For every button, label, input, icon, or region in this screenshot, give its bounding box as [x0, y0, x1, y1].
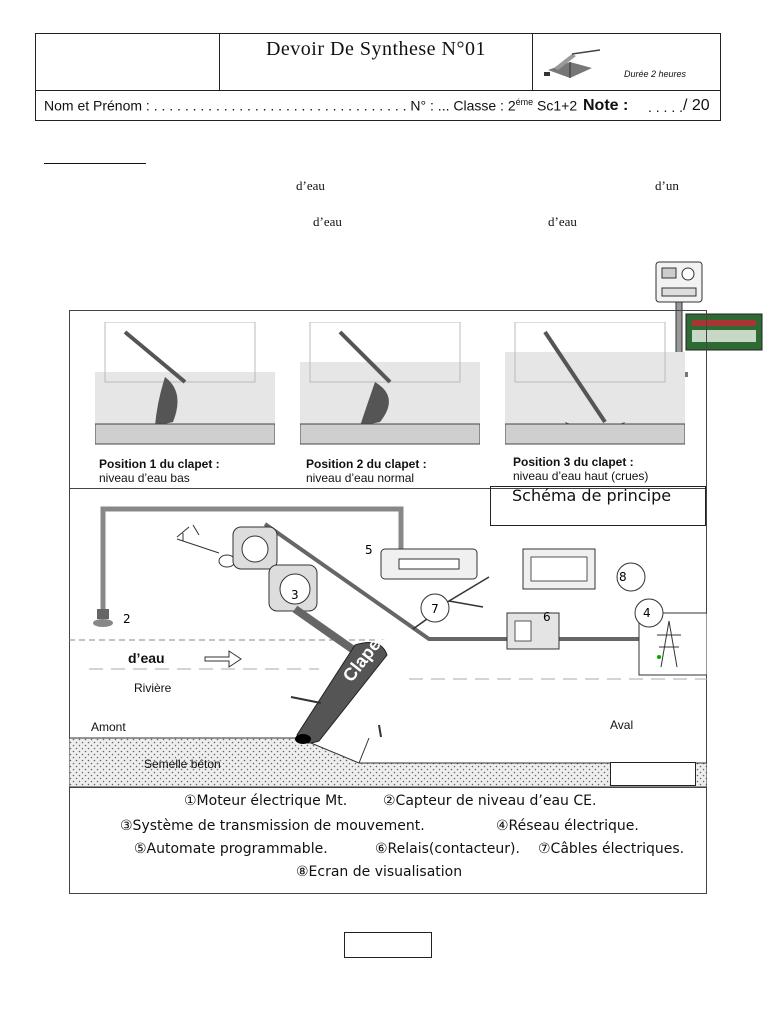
note-max: / 20: [683, 97, 710, 114]
intro-word-3: d’eau: [313, 214, 342, 229]
legend-item-8: ⑧Ecran de visualisation: [296, 864, 463, 880]
flap-position-1-illustration: [95, 322, 275, 445]
position-1-title: Position 1 du clapet :: [99, 457, 220, 471]
legend-item-2: ②Capteur de niveau d’eau CE.: [383, 793, 597, 809]
control-panel-device: [655, 261, 763, 377]
upstream-label: Amont: [91, 720, 126, 734]
flap-position-2-illustration: [300, 322, 480, 445]
legend-item-7: ⑦Câbles électriques.: [538, 841, 685, 857]
intro-word-2: d’un: [655, 178, 679, 193]
header-box: [35, 33, 721, 121]
intro-word-1: d’eau: [296, 178, 325, 193]
downstream-label: Aval: [610, 718, 634, 732]
sole-label: Semelle béton: [144, 757, 221, 771]
principle-schematic: Clapet 7 8 4 2 3 5 6: [69, 506, 707, 787]
legend-item-6: ⑥Relais(contacteur).: [375, 841, 520, 857]
legend-divider: [69, 787, 707, 788]
schema-label: Schéma de principe: [512, 486, 672, 505]
student-info-line: Nom et Prénom : . . . . . . . . . . . . …: [44, 97, 577, 114]
position-2-desc: niveau d’eau normal: [306, 471, 415, 485]
position-2-title: Position 2 du clapet :: [306, 457, 427, 471]
note-label: Note :: [583, 97, 629, 114]
document-title: Devoir De Synthese N°01: [265, 38, 486, 60]
number-2: 2: [123, 612, 131, 626]
position-2-caption: Position 2 du clapet : niveau d’eau norm…: [306, 457, 427, 485]
number-5: 5: [365, 543, 373, 557]
flap-position-3-illustration: [505, 322, 685, 445]
note-dots: . . . . .: [648, 99, 684, 115]
book-quill-icon: [544, 49, 601, 78]
number-7: 7: [431, 602, 439, 616]
legend-item-3: ③Système de transmission de mouvement.: [120, 818, 425, 834]
number-3: 3: [291, 588, 299, 602]
position-1-desc: niveau d’eau bas: [99, 471, 190, 485]
section-underline: [44, 163, 146, 164]
legend-item-4: ④Réseau électrique.: [496, 818, 639, 834]
number-4: 4: [643, 606, 651, 620]
legend-item-1: ①Moteur électrique Mt.: [184, 793, 348, 809]
intro-word-4: d’eau: [548, 214, 577, 229]
page-number-box: [344, 932, 432, 958]
answer-box: [610, 762, 696, 786]
exam-duration: Durée 2 heures: [624, 69, 687, 79]
number-8: 8: [619, 570, 627, 584]
class-suffix: Sc1+2: [533, 97, 578, 114]
schema-label-box: [490, 486, 706, 526]
panel-divider: [69, 488, 707, 489]
position-3-desc: niveau d’eau haut (crues): [513, 469, 649, 483]
figure-frame: [69, 310, 707, 894]
legend-item-5: ⑤Automate programmable.: [134, 841, 328, 857]
header-title-cell: [219, 33, 533, 91]
position-1-caption: Position 1 du clapet : niveau d’eau bas: [99, 457, 220, 485]
name-class-label: Nom et Prénom : . . . . . . . . . . . . …: [44, 97, 516, 114]
water-label: d’eau: [128, 650, 165, 666]
header-divider: [35, 90, 721, 91]
class-superscript: éme: [515, 97, 534, 107]
position-3-caption: Position 3 du clapet : niveau d’eau haut…: [513, 455, 648, 483]
position-3-title: Position 3 du clapet :: [513, 455, 634, 469]
river-label: Rivière: [134, 681, 172, 695]
number-6: 6: [543, 610, 551, 624]
